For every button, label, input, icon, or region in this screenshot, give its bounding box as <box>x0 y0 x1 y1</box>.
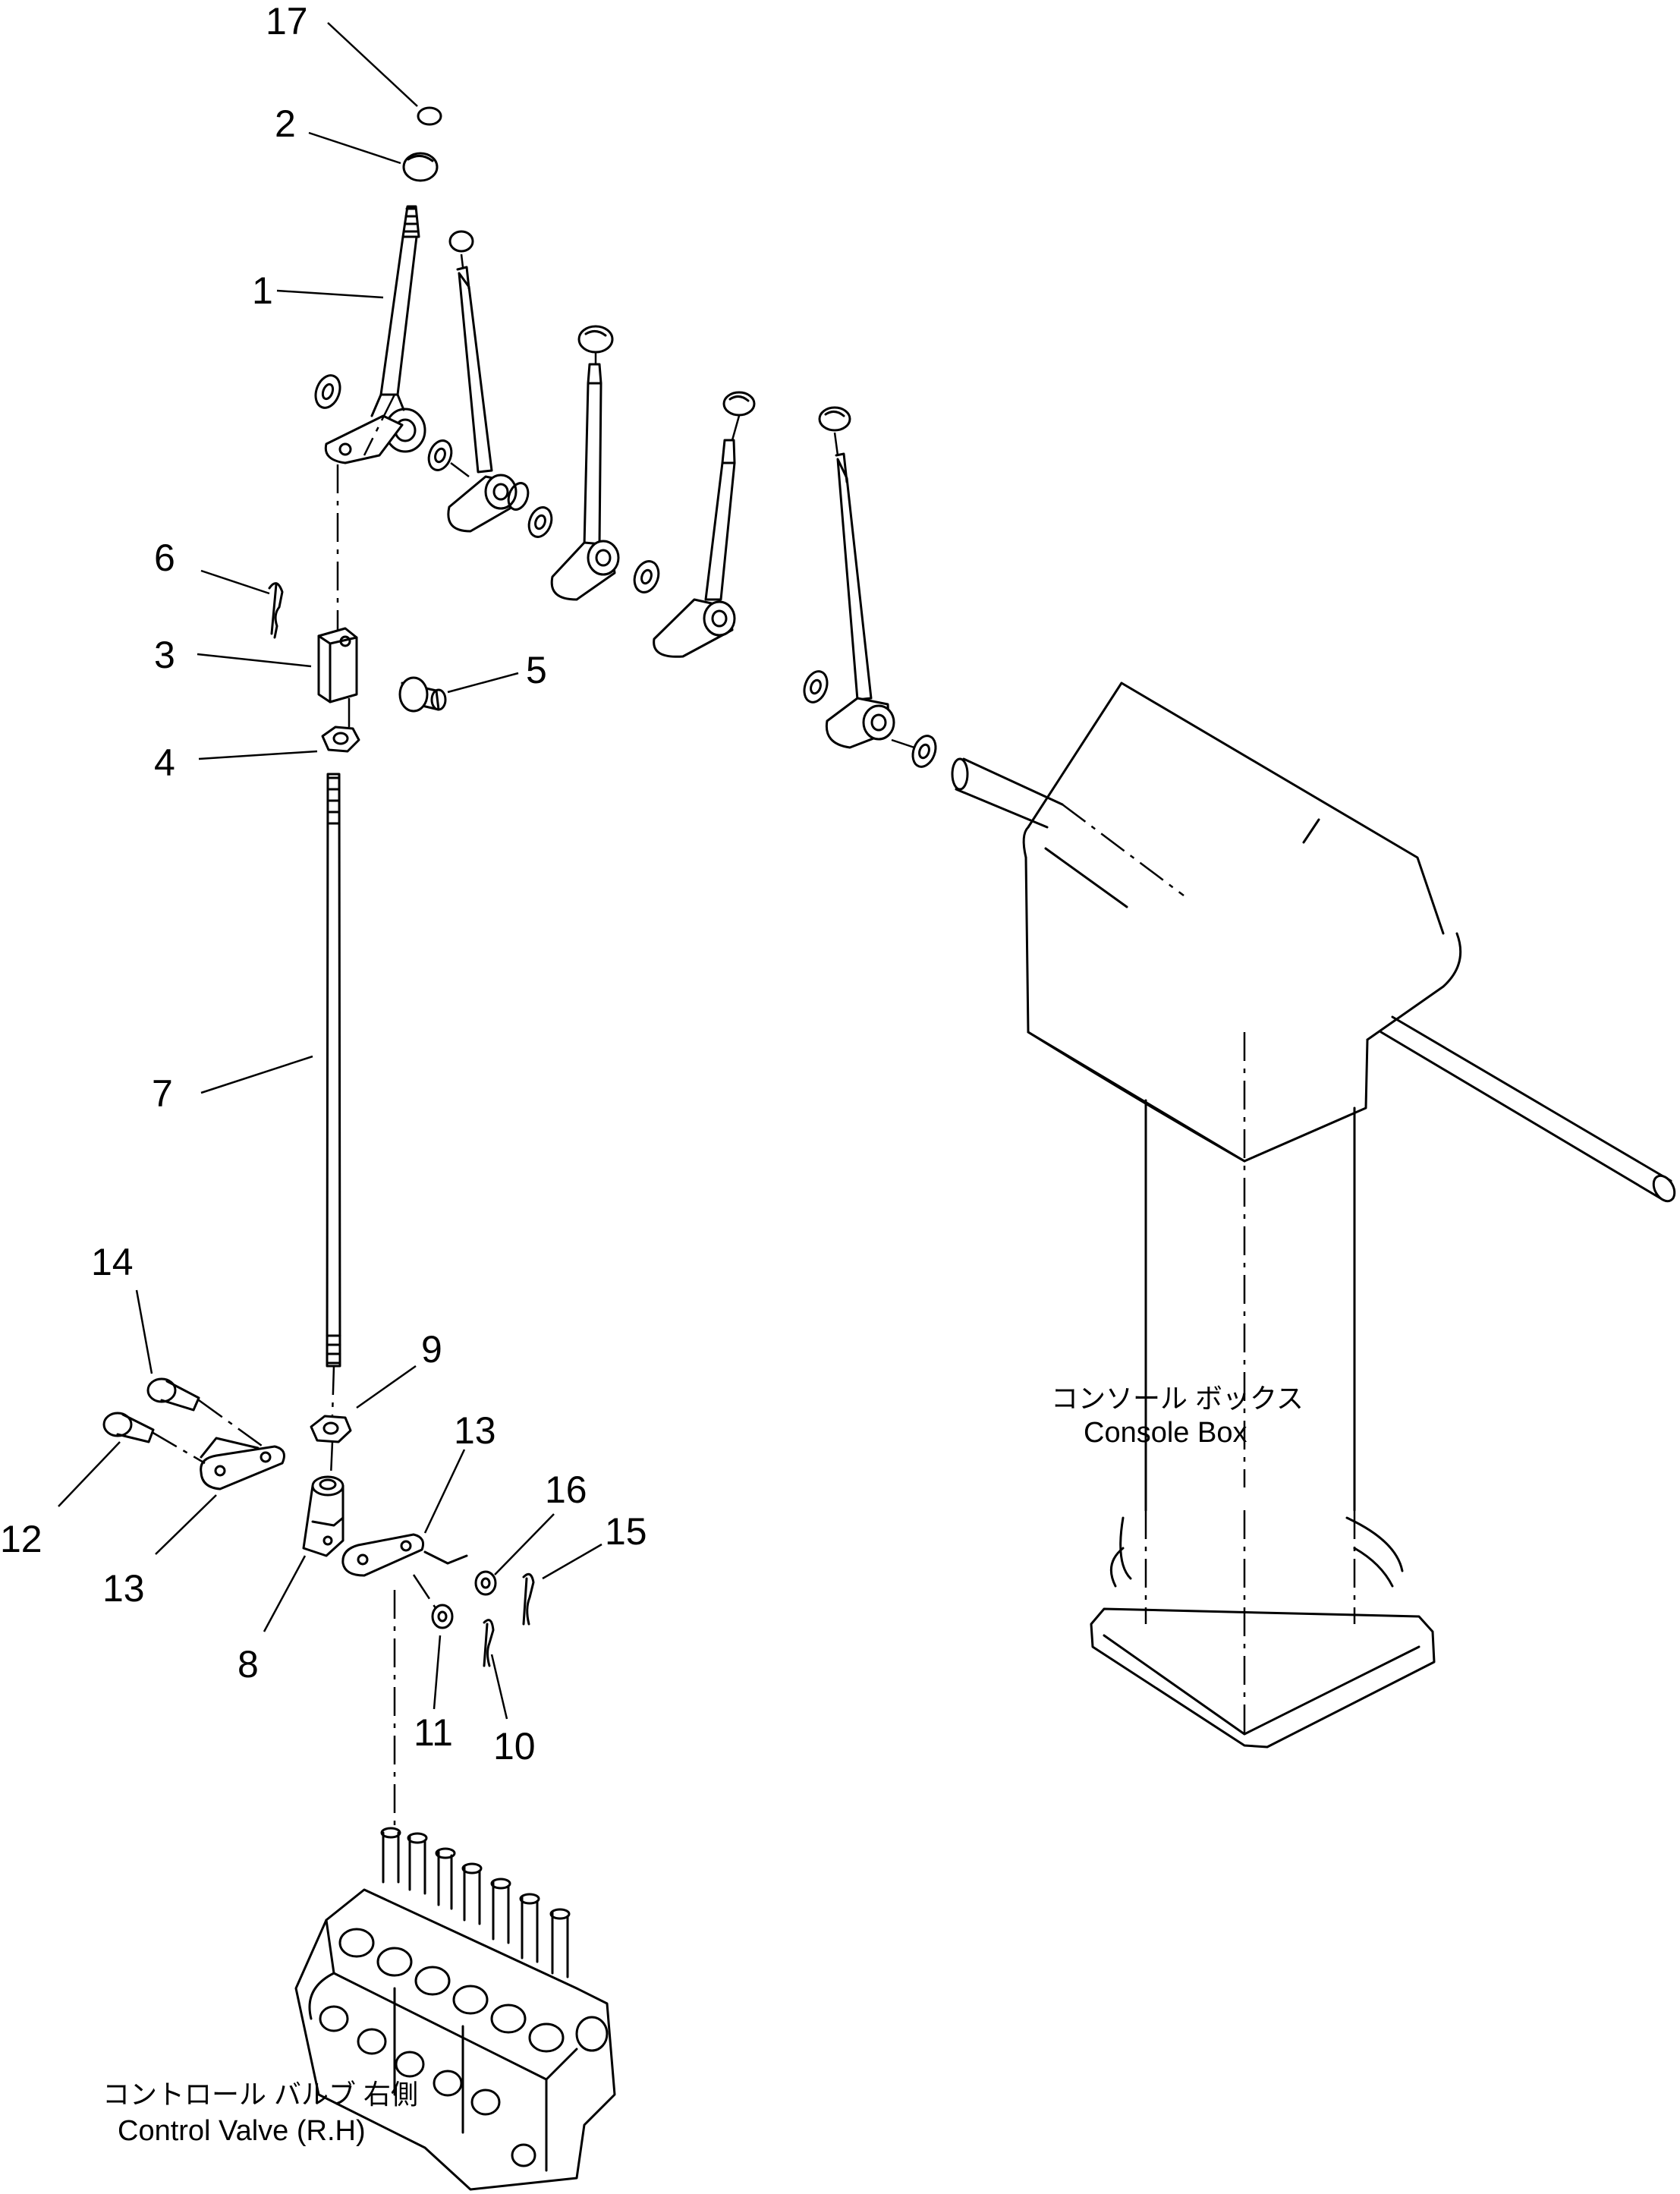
part-7-rod <box>326 773 341 1368</box>
control-valve-label-en: Control Valve (R.H) <box>118 2115 366 2147</box>
part-2-knob <box>402 152 439 182</box>
part-16-washer <box>474 1570 497 1596</box>
callout-5: 5 <box>526 649 547 691</box>
callout-14: 14 <box>91 1241 134 1283</box>
callout-17: 17 <box>266 0 308 42</box>
callout-10: 10 <box>493 1725 536 1767</box>
part-14-bolt <box>146 1377 200 1412</box>
assembly-lines <box>151 253 1356 1833</box>
part-1-lever <box>324 205 426 464</box>
callout-2: 2 <box>275 102 296 145</box>
control-valve-label-jp: コントロール バルブ 右側 <box>102 2079 418 2110</box>
part-3-joint <box>317 627 358 704</box>
part-10-pin <box>483 1619 495 1667</box>
callout-4: 4 <box>154 741 175 784</box>
part-13-plate-right <box>341 1533 468 1577</box>
part-17-cap <box>417 106 442 126</box>
leader-lines <box>58 22 602 1720</box>
part-13-plate-left <box>200 1437 285 1490</box>
lever-4 <box>653 391 756 658</box>
lever-2 <box>447 230 518 533</box>
washer <box>911 735 937 768</box>
console-box-label-en: Console Box <box>1084 1417 1247 1449</box>
callout-8: 8 <box>238 1643 259 1686</box>
callout-15: 15 <box>605 1510 647 1553</box>
lever-3 <box>550 325 620 601</box>
part-15-pin <box>522 1572 535 1626</box>
callout-12: 12 <box>0 1518 42 1560</box>
console-box-label-jp: コンソール ボックス <box>1051 1383 1304 1414</box>
lever-5 <box>818 406 895 749</box>
callout-9: 9 <box>421 1328 442 1371</box>
callout-13-left: 13 <box>102 1567 145 1610</box>
callout-6: 6 <box>154 537 175 579</box>
washer <box>507 482 530 511</box>
part-11-washer <box>431 1604 454 1629</box>
washer <box>633 560 660 593</box>
part-12-bolt <box>102 1412 155 1443</box>
part-9-nut <box>310 1415 352 1443</box>
washer <box>527 506 553 538</box>
callout-7: 7 <box>152 1072 173 1115</box>
part-8-clevis <box>302 1475 344 1557</box>
captions: コンソール ボックス Console Box コントロール バルブ 右側 Con… <box>102 1383 1304 2147</box>
callout-16: 16 <box>545 1468 587 1511</box>
washer <box>314 374 341 409</box>
washer <box>803 670 829 704</box>
callout-13-right: 13 <box>454 1409 496 1452</box>
control-valve <box>294 1827 616 2191</box>
callout-11: 11 <box>414 1711 453 1754</box>
part-5-pin <box>398 676 447 713</box>
callout-3: 3 <box>154 634 175 676</box>
callout-numbers: 17 2 1 6 3 5 4 7 14 9 12 13 13 16 15 8 1… <box>0 0 647 1767</box>
console-box <box>951 681 1676 1749</box>
washer <box>427 439 453 471</box>
callout-1: 1 <box>252 269 273 312</box>
part-6-pin <box>268 582 284 639</box>
part-4-nut <box>321 726 360 753</box>
